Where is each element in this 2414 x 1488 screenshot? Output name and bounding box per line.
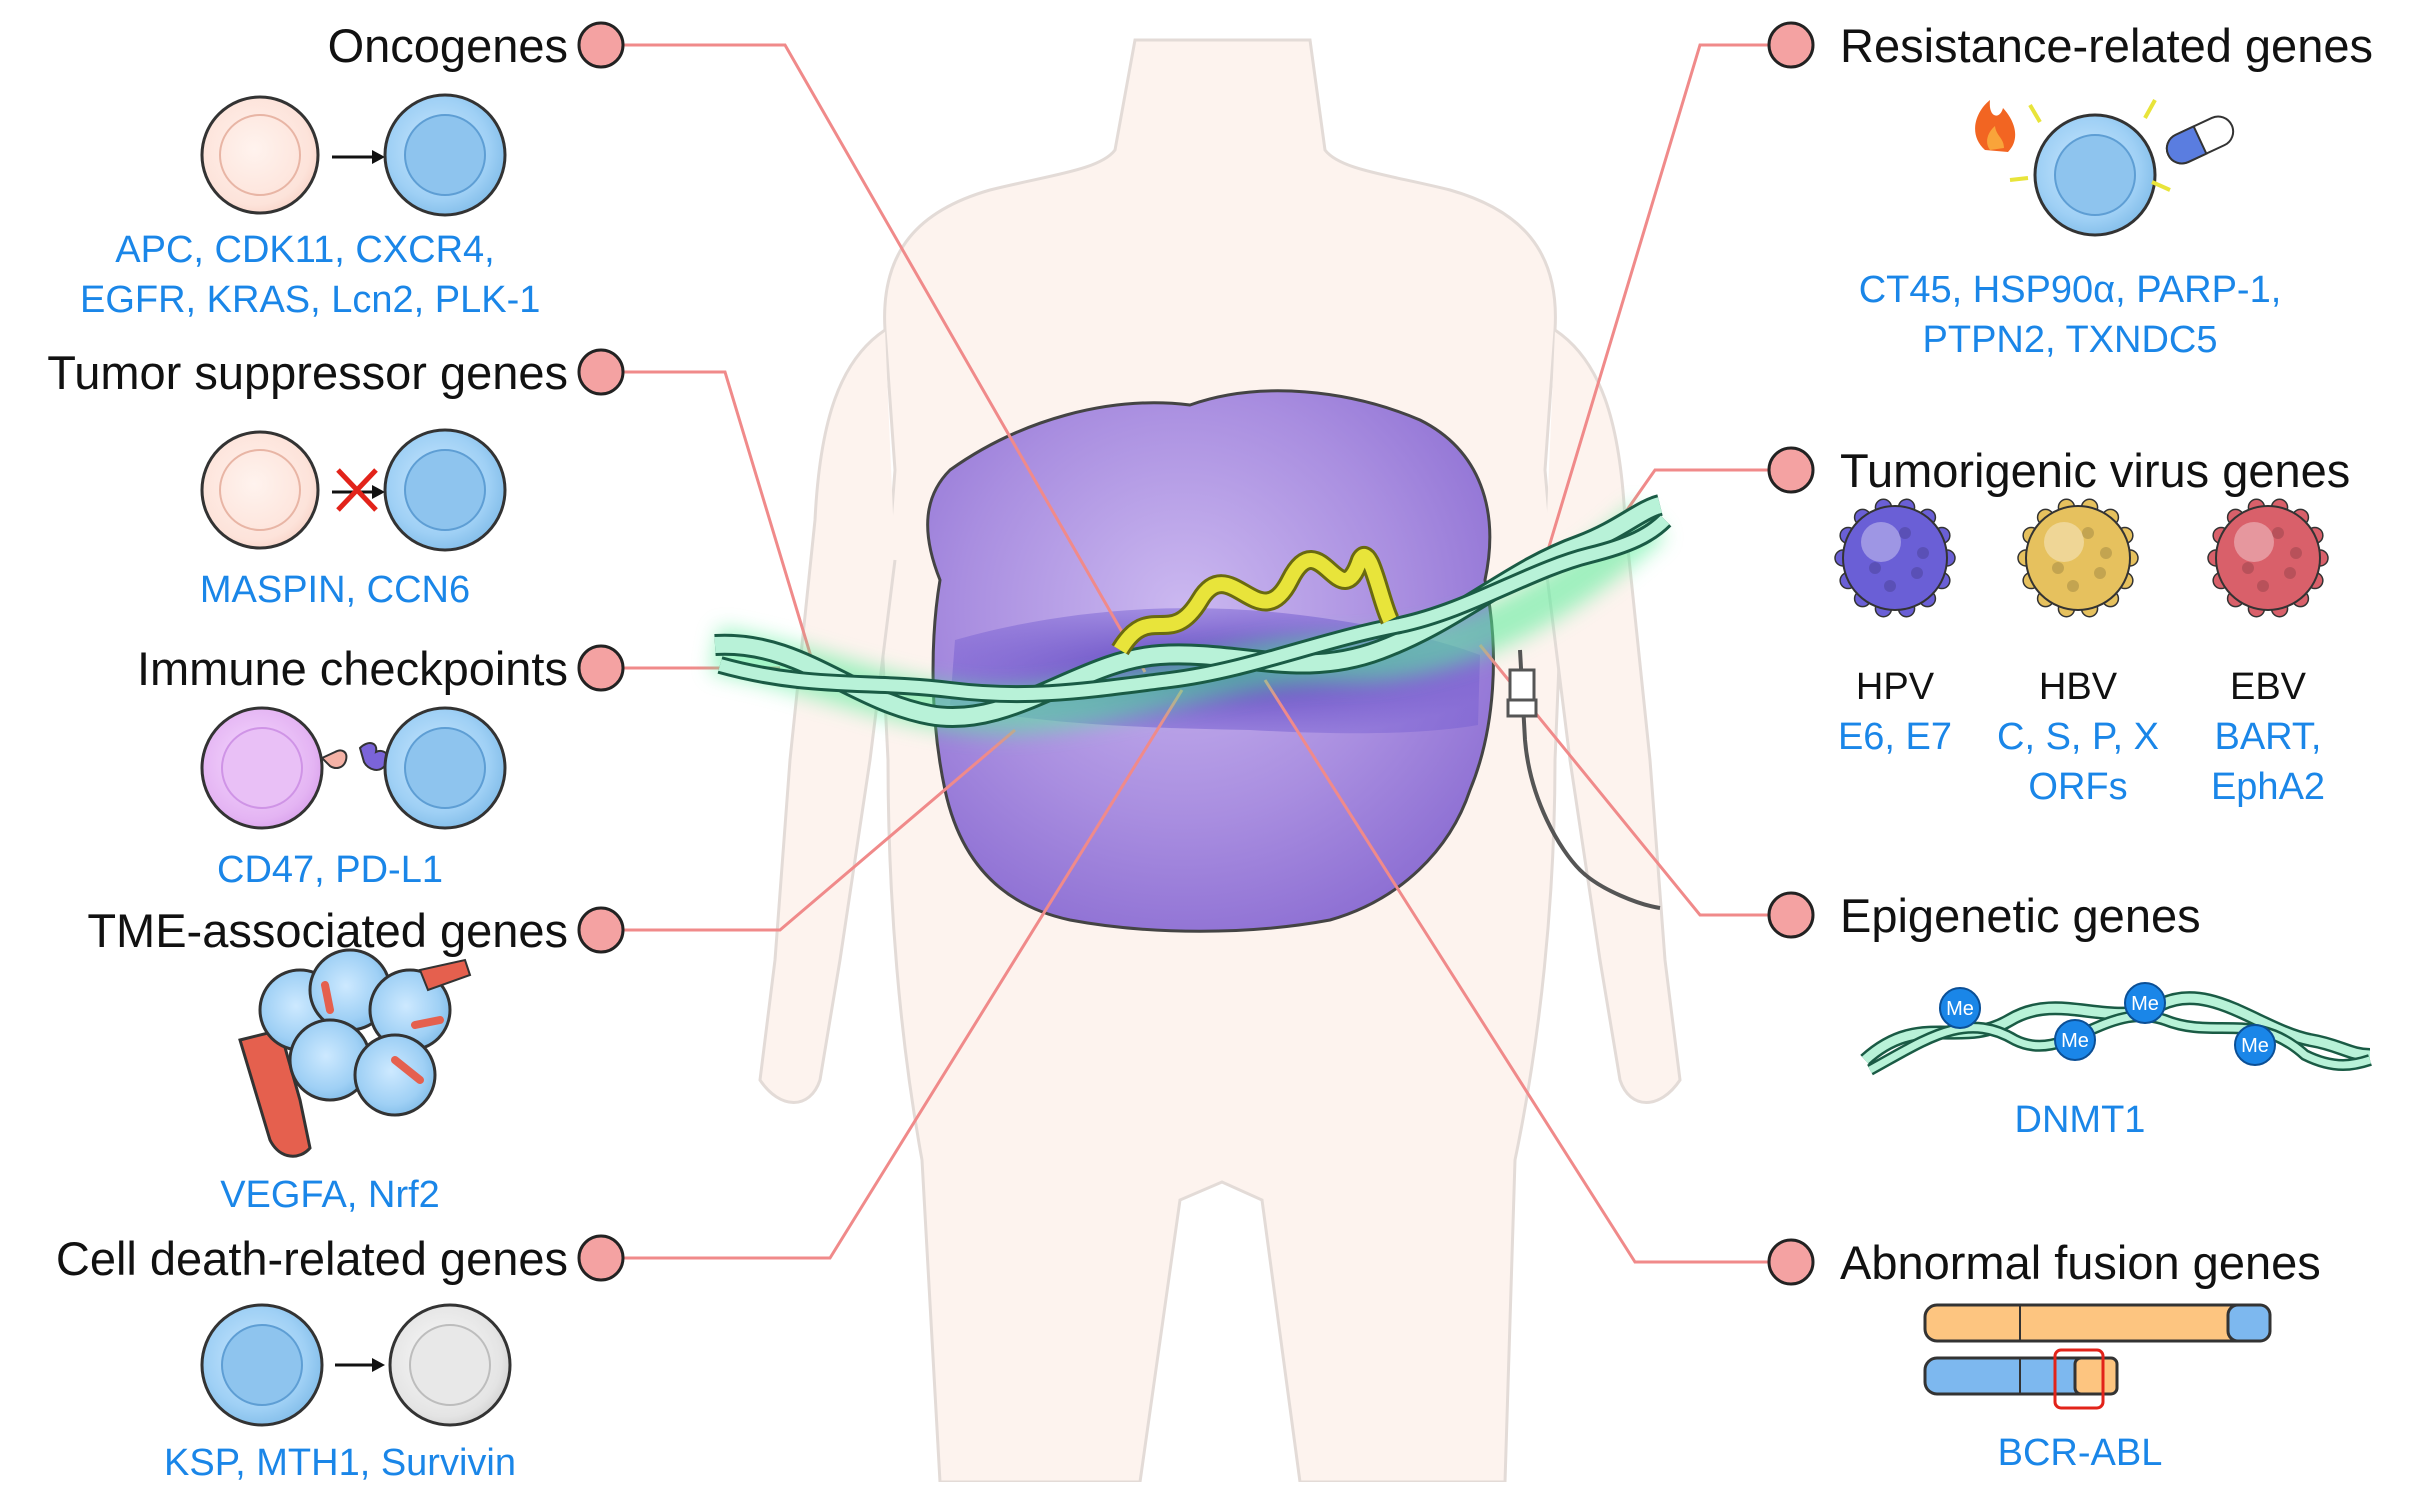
tme-illustration (238, 948, 472, 1158)
connector-epigenetic (1478, 644, 1768, 917)
connector-tme (624, 728, 1016, 932)
blocked-x-icon (336, 468, 378, 512)
virus-genes-ebv: BART, EphA2 (2210, 716, 2326, 809)
left-arm (758, 328, 897, 1104)
virus-name-hpv: HPV (1855, 666, 1935, 708)
left-category-nodes (577, 21, 625, 1282)
heading-cell-death: Cell death-related genes (55, 1232, 568, 1285)
oncogene-illustration (200, 93, 507, 217)
dna-helix (711, 494, 1672, 735)
tumor-suppressor-illustration (200, 428, 507, 552)
connector-tumor-suppressor (624, 370, 817, 671)
node-immune[interactable] (577, 644, 625, 692)
heading-fusion: Abnormal fusion genes (1840, 1236, 2321, 1289)
virus-illustrations (1834, 498, 2329, 618)
cell-death-illustration (200, 1303, 512, 1427)
genes-cell-death: KSP, MTH1, Survivin (164, 1442, 516, 1484)
node-tumor-suppressor[interactable] (577, 348, 625, 396)
pill-icon (2165, 115, 2235, 165)
node-fusion[interactable] (1767, 1238, 1815, 1286)
genes-fusion: BCR-ABL (1997, 1432, 2163, 1474)
virus-name-ebv: EBV (2229, 666, 2307, 708)
virus-name-hbv: HBV (2038, 666, 2118, 708)
methyl-marker: Me (2054, 1019, 2096, 1061)
node-epigenetic[interactable] (1767, 891, 1815, 939)
genes-immune: CD47, PD-L1 (217, 849, 443, 891)
genes-tme: VEGFA, Nrf2 (220, 1174, 440, 1216)
virus-hpv-icon (1834, 498, 1956, 618)
methyl-label: Me (2241, 1035, 2269, 1057)
connector-cell-death (624, 689, 1184, 1260)
virus-genes-hpv: E6, E7 (1837, 716, 1953, 758)
connector-oncogenes (624, 43, 1147, 673)
node-oncogenes[interactable] (577, 21, 625, 69)
methyl-label: Me (2131, 993, 2159, 1015)
genes-resistance: CT45, HSP90α, PARP-1, PTPN2, TXNDC5 (1858, 269, 2282, 362)
node-virus[interactable] (1767, 446, 1815, 494)
right-category-nodes (1767, 21, 1815, 1286)
right-arm (1543, 328, 1682, 1104)
fusion-highlight-box (2053, 1348, 2105, 1410)
heading-epigenetic: Epigenetic genes (1840, 889, 2201, 942)
connector-resistance (1543, 43, 1768, 561)
heading-oncogenes: Oncogenes (327, 19, 568, 72)
methyl-marker: Me (2234, 1024, 2276, 1066)
iv-drip-icon (1506, 649, 1661, 910)
heading-tme: TME-associated genes (87, 904, 568, 957)
genes-epigenetic: DNMT1 (2014, 1099, 2146, 1141)
heading-immune: Immune checkpoints (136, 642, 568, 695)
virus-genes-hbv: C, S, P, X ORFs (1997, 716, 2159, 809)
chromosome-bcr (1923, 1303, 2272, 1343)
genes-oncogenes: APC, CDK11, CXCR4, EGFR, KRAS, Lcn2, PLK… (80, 229, 541, 322)
node-resistance[interactable] (1767, 21, 1815, 69)
genes-tumor-suppressor: MASPIN, CCN6 (199, 569, 471, 611)
methyl-label: Me (1946, 998, 1974, 1020)
methyl-marker: Me (2124, 982, 2166, 1024)
connector-fusion (1263, 679, 1768, 1264)
heading-resistance: Resistance-related genes (1840, 19, 2373, 72)
node-tme[interactable] (577, 906, 625, 954)
methyl-label: Me (2061, 1030, 2089, 1052)
connector-virus (1618, 468, 1768, 521)
virus-hbv-icon (2017, 498, 2139, 618)
heading-virus: Tumorigenic virus genes (1840, 444, 2351, 497)
immune-checkpoint-illustration (200, 706, 507, 830)
fusion-gene-illustration (1923, 1303, 2272, 1410)
heading-tumor-suppressor: Tumor suppressor genes (47, 346, 568, 399)
resistance-illustration (1975, 99, 2235, 237)
virus-ebv-icon (2207, 498, 2329, 618)
node-cell-death[interactable] (577, 1234, 625, 1282)
fire-icon (1975, 100, 2016, 152)
methyl-marker: Me (1939, 987, 1981, 1029)
